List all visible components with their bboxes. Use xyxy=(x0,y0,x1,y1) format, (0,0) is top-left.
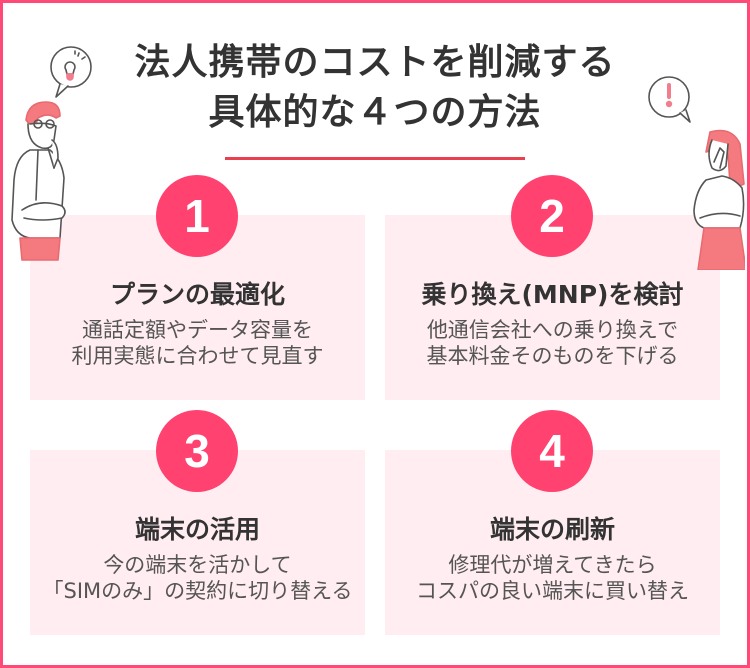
method-description: 今の端末を活かして 「SIMのみ」の契約に切り替える xyxy=(30,552,365,604)
method-card-1: プランの最適化 通話定額やデータ容量を 利用実態に合わせて見直す xyxy=(30,215,365,400)
method-heading: 乗り換え(MNP)を検討 xyxy=(421,280,684,309)
number-badge-3: 3 xyxy=(156,410,238,492)
description-line: 通話定額やデータ容量を xyxy=(82,318,313,342)
number-badge-2: 2 xyxy=(511,175,593,257)
description-line: コスパの良い端末に買い替え xyxy=(416,579,689,603)
title-line-1: 法人携帯のコストを削減する xyxy=(134,42,616,83)
description-line: 今の端末を活かして xyxy=(103,553,292,577)
page-title: 法人携帯のコストを削減する 具体的な４つの方法 xyxy=(0,38,750,138)
lightbulb-icon xyxy=(64,50,86,81)
number-badge-4: 4 xyxy=(511,410,593,492)
description-line: 「SIMのみ」の契約に切り替える xyxy=(42,579,353,603)
method-heading: 端末の刷新 xyxy=(489,515,615,544)
method-description: 他通信会社への乗り換えで 基本料金そのものを下げる xyxy=(385,317,720,369)
exclamation-icon xyxy=(665,83,673,108)
method-description: 修理代が増えてきたら コスパの良い端末に買い替え xyxy=(385,552,720,604)
number-badge-1: 1 xyxy=(156,175,238,257)
method-description: 通話定額やデータ容量を 利用実態に合わせて見直す xyxy=(30,317,365,369)
description-line: 利用実態に合わせて見直す xyxy=(71,344,324,368)
method-card-3: 端末の活用 今の端末を活かして 「SIMのみ」の契約に切り替える xyxy=(30,450,365,635)
title-line-2: 具体的な４つの方法 xyxy=(208,92,542,133)
method-heading: プランの最適化 xyxy=(109,280,285,309)
title-divider xyxy=(225,157,525,160)
description-line: 基本料金そのものを下げる xyxy=(426,344,679,368)
description-line: 修理代が増えてきたら xyxy=(448,553,657,577)
woman-thinking-illustration xyxy=(640,70,745,270)
man-thinking-illustration xyxy=(8,40,118,270)
method-heading: 端末の活用 xyxy=(134,515,260,544)
description-line: 他通信会社への乗り換えで xyxy=(426,318,679,342)
